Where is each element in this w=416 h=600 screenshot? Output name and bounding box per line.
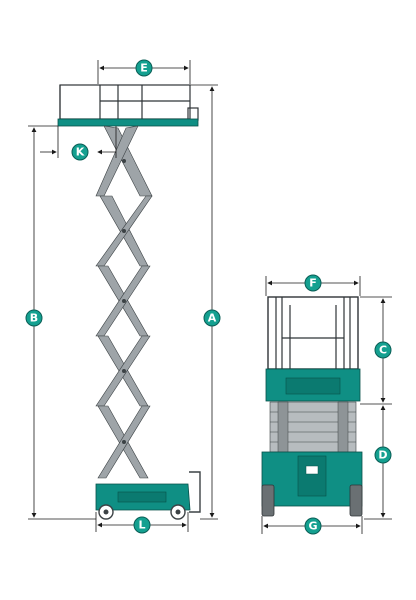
label-A: A [208,312,217,325]
front-view [261,296,363,517]
front-guard-rail [267,296,359,370]
badge-D: D [374,446,392,464]
label-D: D [378,449,387,462]
side-wheel-front [98,504,114,520]
label-C: C [379,344,387,357]
front-wheel-right [349,484,363,517]
side-view [57,84,201,520]
label-F: F [309,277,317,290]
badge-L: L [133,516,151,534]
badge-E: E [135,59,153,77]
side-scissor-stack [95,125,153,479]
side-guard-rail [59,84,199,121]
badge-F: F [304,274,322,292]
badge-A: A [203,309,221,327]
label-K: K [76,146,85,159]
label-G: G [308,520,317,533]
label-E: E [140,62,148,75]
dimension-lines [28,60,392,534]
side-platform-deck [57,118,199,127]
front-chassis [261,451,363,507]
front-wheel-left [261,484,275,517]
front-scissor-stack [269,401,357,453]
badge-K: K [71,143,89,161]
front-platform-deck [265,368,361,402]
label-B: B [30,312,38,325]
side-chassis [95,471,201,513]
badge-G: G [304,517,322,535]
side-wheel-rear [170,504,186,520]
badge-B: B [25,309,43,327]
badge-C: C [374,341,392,359]
label-L: L [138,519,145,532]
